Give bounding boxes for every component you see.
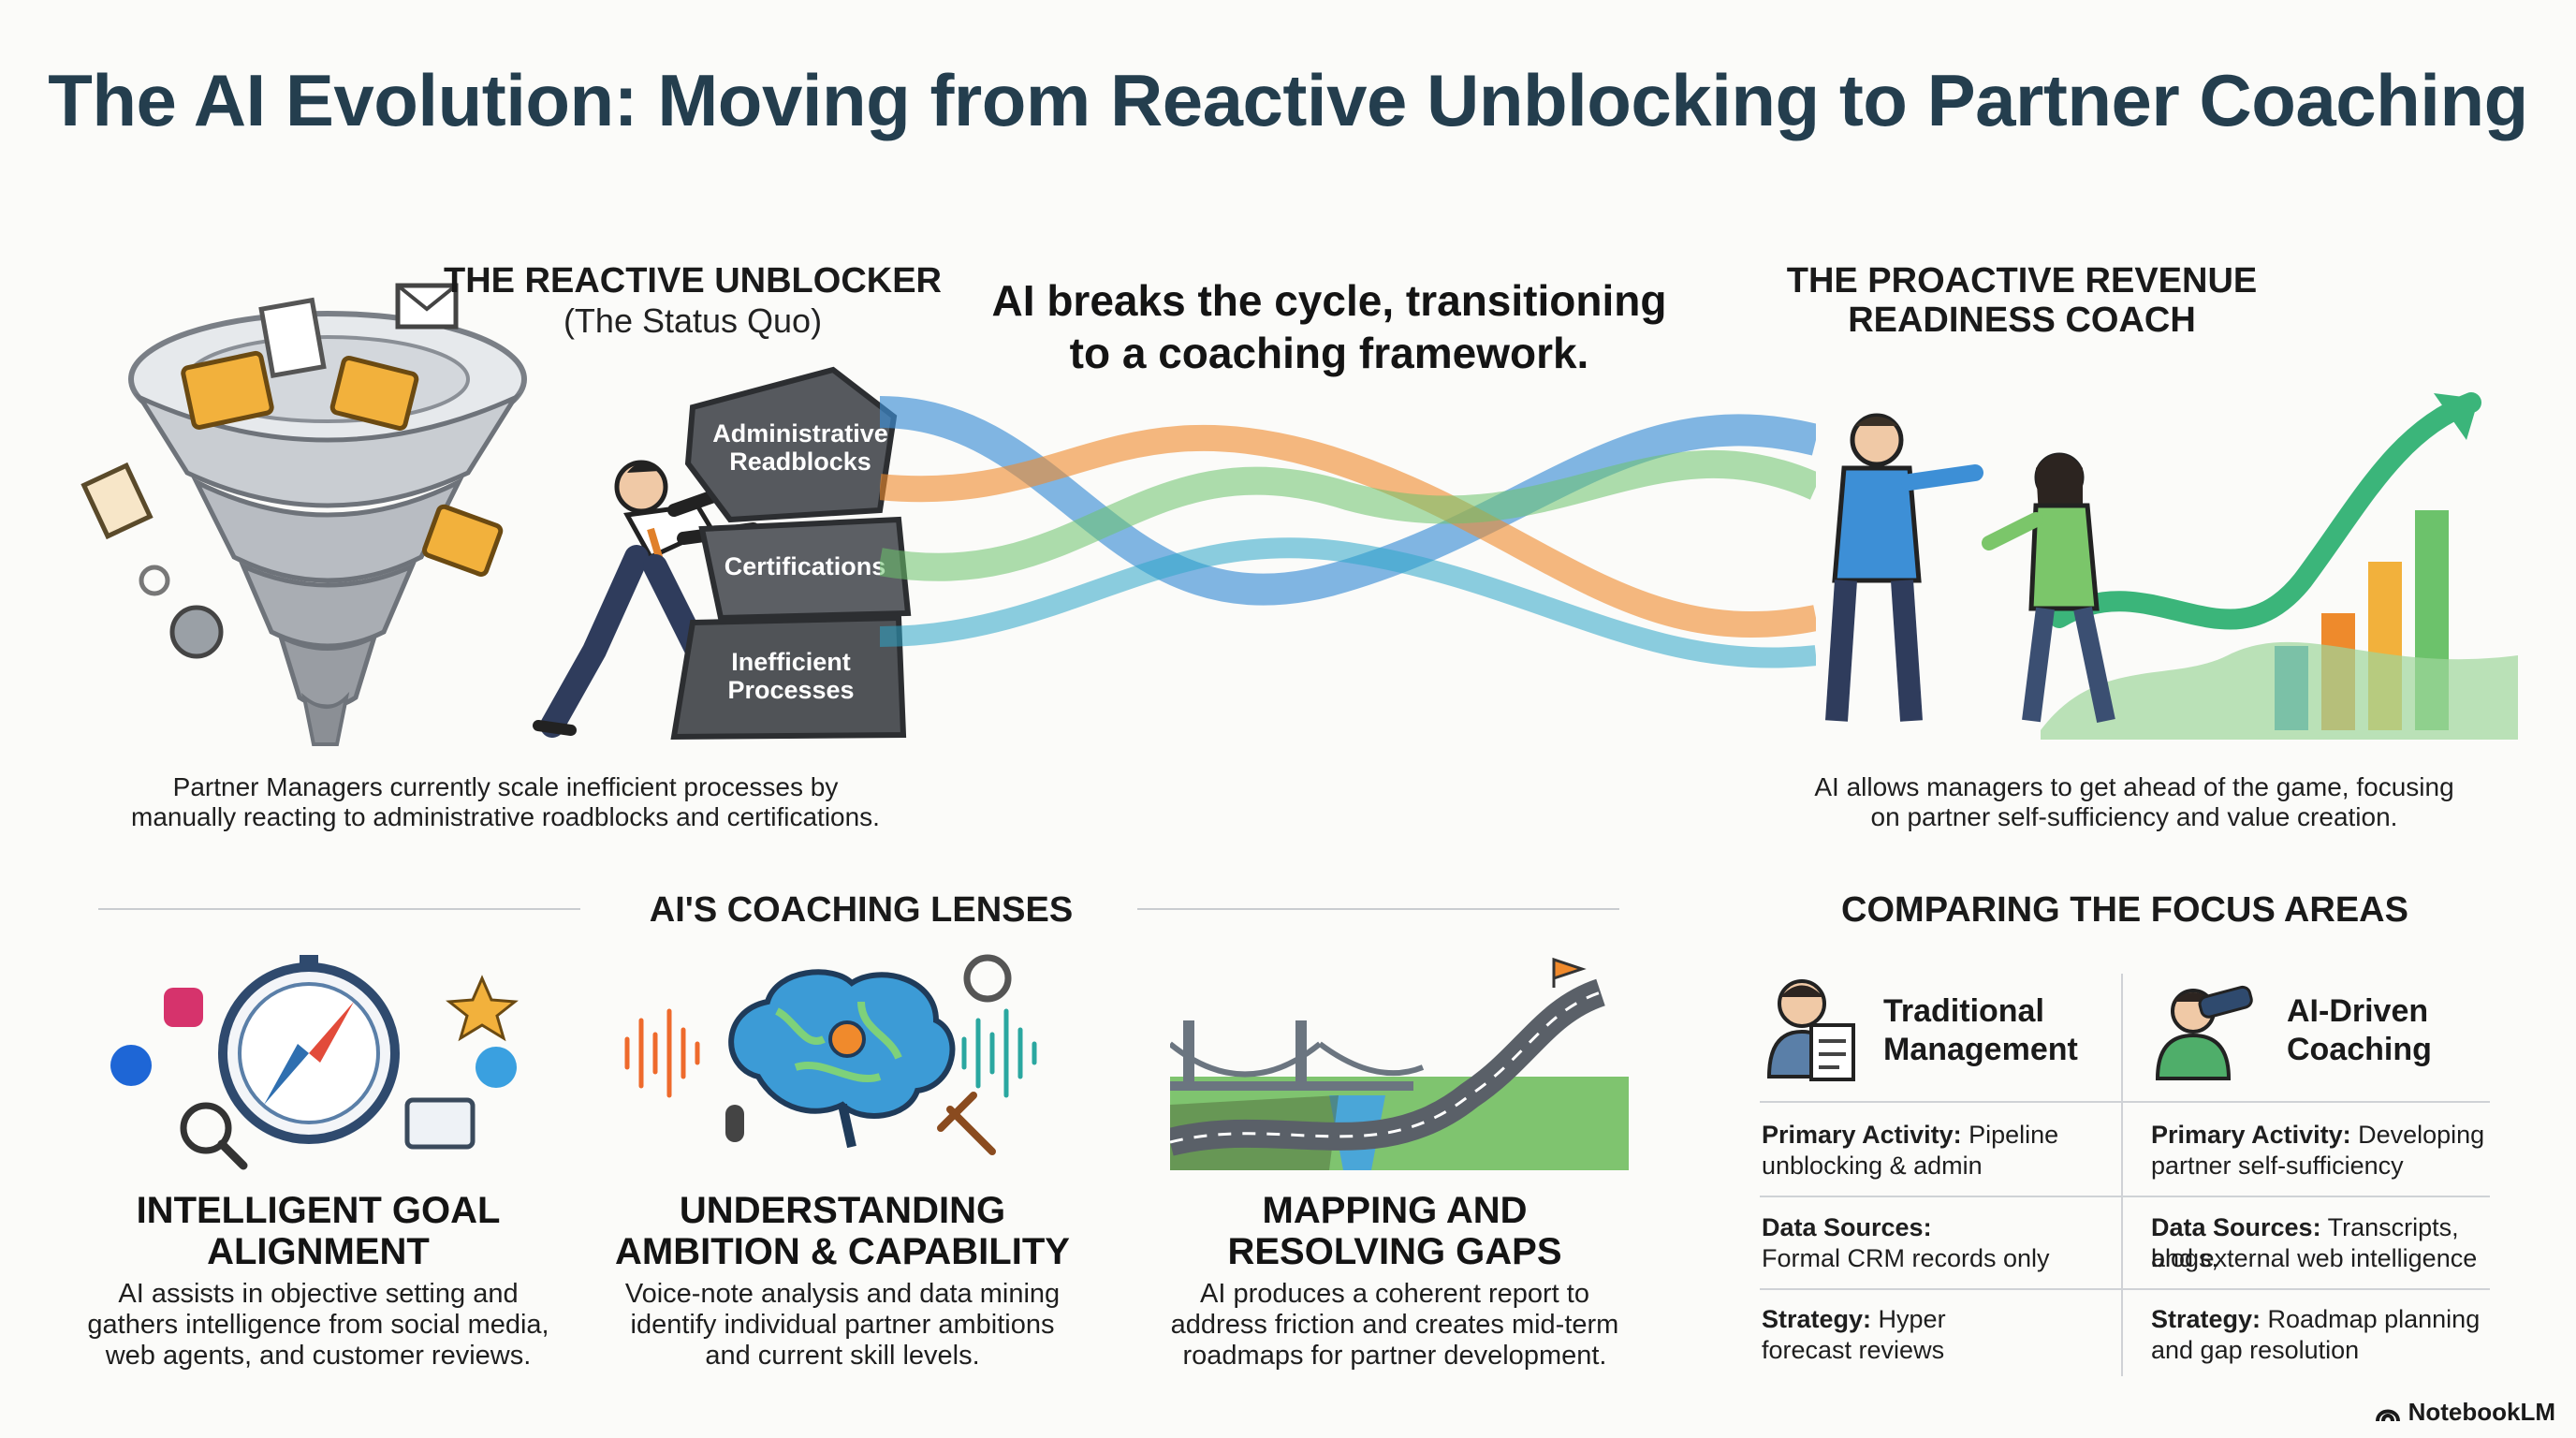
soundwave-icon	[624, 1008, 700, 1098]
cmp-row3-right-line1: Strategy: Roadmap planning	[2151, 1305, 2481, 1333]
pickaxe-icon	[937, 1092, 996, 1155]
twitter-icon	[476, 1047, 517, 1088]
lens-ambition-illustration	[624, 954, 1037, 1155]
block-label-inefficient: Inefficient Processes	[727, 648, 855, 704]
reactive-caption-1: Partner Managers currently scale ineffic…	[172, 772, 839, 801]
proactive-illustration	[1825, 392, 2518, 740]
cmp-right-head-1: AI-Driven	[2287, 993, 2429, 1029]
reactive-heading: THE REACTIVE UNBLOCKER	[443, 261, 943, 301]
microphone-icon	[725, 1105, 744, 1142]
flag-icon	[1552, 957, 1587, 988]
lens-ambition-title-2: AMBITION & CAPABILITY	[615, 1231, 1070, 1272]
star-icon	[446, 975, 519, 1042]
lens-goal-title-1: INTELLIGENT GOAL	[136, 1190, 501, 1231]
growth-chart-icon	[2041, 392, 2518, 740]
reactive-illustration	[80, 283, 912, 746]
lens-gaps-text-3: roadmaps for partner development.	[1182, 1341, 1607, 1371]
brain-icon	[728, 969, 956, 1149]
cmp-right-head-2: Coaching	[2287, 1032, 2432, 1067]
bridge-icon	[1170, 957, 1629, 1170]
lens-goal-illustration	[110, 955, 519, 1170]
lens-gaps-title-2: RESOLVING GAPS	[1227, 1231, 1562, 1272]
lenses-rule-right	[1137, 908, 1619, 910]
compass-icon	[218, 955, 400, 1144]
block-label-certifications: Certifications	[724, 552, 886, 580]
reactive-caption-2: manually reacting to administrative road…	[131, 802, 880, 831]
cmp-row3-left-line2: forecast reviews	[1762, 1336, 1945, 1364]
cmp-row1-left-line2: unblocking & admin	[1762, 1152, 1983, 1180]
comparison-divider	[2121, 974, 2123, 1376]
cmp-left-head-1: Traditional	[1883, 993, 2044, 1029]
transition-line-2: to a coaching framework.	[1069, 329, 1589, 377]
soundwave-right-icon	[961, 1008, 1037, 1098]
comparison-heading: COMPARING THE FOCUS AREAS	[1841, 890, 2408, 930]
cmp-row1-right-line1: Primary Activity: Developing	[2151, 1121, 2485, 1149]
lens-gaps-title-1: MAPPING AND	[1262, 1190, 1528, 1231]
proactive-caption-2: on partner self-sufficiency and value cr…	[1870, 802, 2398, 831]
phone-icon	[169, 605, 224, 659]
browser-icon	[404, 1097, 476, 1150]
lens-ambition-text-3: and current skill levels.	[705, 1341, 980, 1371]
lens-gaps-illustration	[1170, 957, 1629, 1170]
cmp-row2-right-line2: and external web intelligence	[2151, 1244, 2478, 1272]
notebooklm-brand: NotebookLM	[2375, 1398, 2555, 1427]
comparison-row-rule-2	[1760, 1288, 2490, 1290]
lens-goal-title-2: ALIGNMENT	[207, 1231, 430, 1272]
block-label-administrative: Administrative Readblocks	[712, 419, 888, 476]
binoculars-icon	[2155, 985, 2253, 1080]
rock-administrative	[684, 366, 898, 523]
comparison-row-rule-1	[1760, 1196, 2490, 1197]
manager-icon	[1825, 413, 1983, 722]
cmp-row2-left-line1: Data Sources:	[1762, 1213, 1932, 1241]
notebooklm-logo-icon	[2375, 1409, 2400, 1421]
magnifier-icon	[180, 1102, 232, 1154]
rock-inefficient	[670, 614, 907, 741]
cmp-row3-right-line2: and gap resolution	[2151, 1336, 2360, 1364]
proactive-heading-2: READINESS COACH	[1848, 301, 2196, 340]
lenses-rule-left	[98, 908, 580, 910]
comparison-header-rule	[1760, 1101, 2490, 1103]
cmp-row1-left-line1: Primary Activity: Pipeline	[1762, 1121, 2059, 1149]
transition-ribbons	[880, 396, 1816, 668]
cmp-row3-left-line1: Strategy: Hyper	[1762, 1305, 1946, 1333]
cmp-row2-right-line1: Data Sources: Transcripts, blogs,	[2151, 1213, 2459, 1272]
partner-icon	[1982, 452, 2115, 724]
facebook-icon	[110, 1045, 152, 1086]
lens-ambition-text-2: identify individual partner ambitions	[630, 1310, 1055, 1340]
clipboard-icon	[80, 462, 154, 540]
lens-gaps-text-1: AI produces a coherent report to	[1200, 1279, 1589, 1309]
cmp-row2-left-line2: Formal CRM records only	[1762, 1244, 2050, 1272]
document-icon	[258, 297, 327, 379]
lenses-heading: AI'S COACHING LENSES	[649, 890, 1074, 930]
rock-certifications	[698, 516, 912, 622]
lens-goal-text-2: gathers intelligence from social media,	[87, 1310, 549, 1340]
lens-gaps-text-2: address friction and creates mid-term	[1170, 1310, 1619, 1340]
proactive-caption-1: AI allows managers to get ahead of the g…	[1814, 772, 2454, 801]
cmp-left-head-2: Management	[1883, 1032, 2078, 1067]
instagram-icon	[164, 988, 203, 1027]
brand-label: NotebookLM	[2408, 1398, 2555, 1426]
gear-icon	[963, 954, 1012, 1003]
reactive-subheading: (The Status Quo)	[563, 301, 823, 340]
page-title: The AI Evolution: Moving from Reactive U…	[48, 59, 2528, 141]
transition-line-1: AI breaks the cycle, transitioning	[991, 276, 1667, 325]
proactive-heading-1: THE PROACTIVE REVENUE	[1786, 261, 2258, 301]
folder-icon	[181, 350, 504, 577]
manager-clipboard-icon	[1766, 979, 1855, 1081]
lens-ambition-text-1: Voice-note analysis and data mining	[624, 1279, 1061, 1309]
lens-goal-text-3: web agents, and customer reviews.	[105, 1341, 532, 1371]
gear-small-icon	[139, 565, 170, 596]
lens-ambition-title-1: UNDERSTANDING	[679, 1190, 1006, 1231]
cmp-row1-right-line2: partner self-sufficiency	[2151, 1152, 2404, 1180]
lens-goal-text-1: AI assists in objective setting and	[118, 1279, 519, 1309]
